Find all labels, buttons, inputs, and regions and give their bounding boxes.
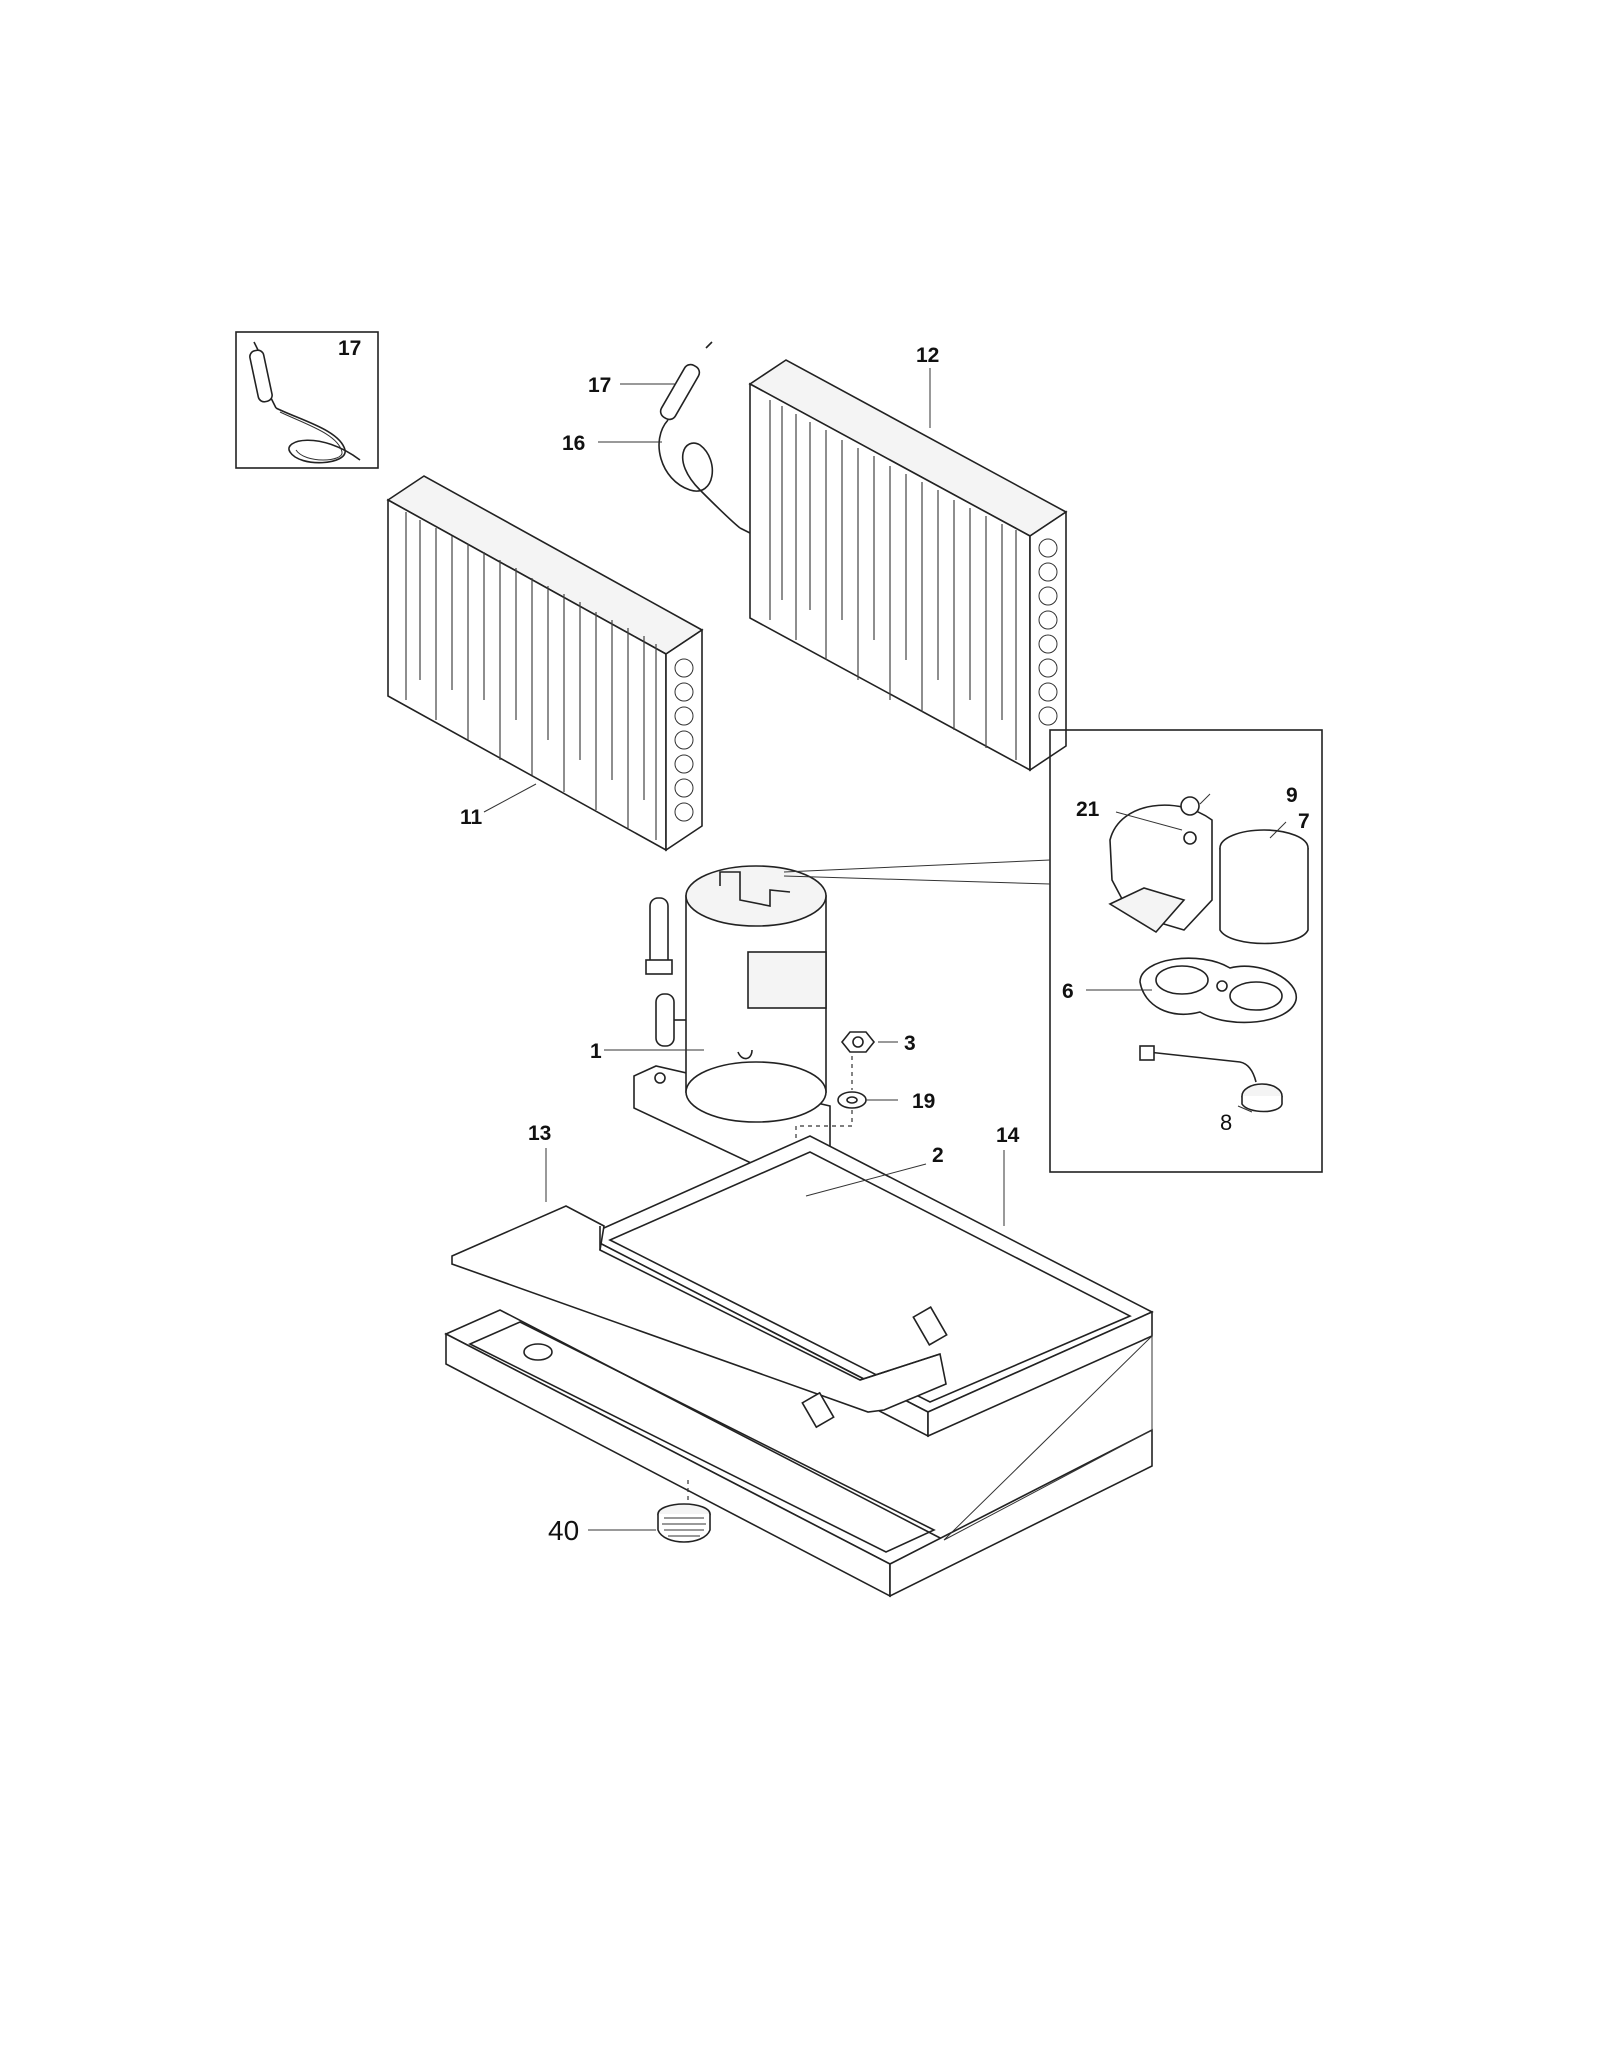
detail-box-compressor-parts (783, 729, 1323, 1173)
callout-40: 40 (548, 1515, 579, 1546)
compressor (633, 865, 831, 1187)
leader-lines (483, 368, 1287, 1531)
callout-6: 6 (1062, 980, 1074, 1003)
callout-17: 17 (588, 374, 611, 397)
drain-cap (657, 1480, 711, 1543)
callout-16: 16 (562, 432, 585, 455)
callout-1: 1 (590, 1040, 602, 1063)
callout-3: 3 (904, 1032, 916, 1055)
base-pan (444, 1135, 1154, 1598)
callout-9: 9 (1286, 784, 1298, 807)
callout-19: 19 (912, 1090, 935, 1113)
callout-11: 11 (460, 806, 483, 829)
coil-11 (386, 475, 704, 852)
callout-8: 8 (1220, 1110, 1232, 1135)
capillary-tube-assembly (658, 341, 753, 535)
callout-12: 12 (916, 344, 939, 367)
callout-13: 13 (528, 1122, 551, 1145)
callout-labels: 17 17 16 12 11 9 21 7 6 8 1 3 19 13 14 2… (338, 337, 1310, 1546)
callout-2: 2 (932, 1144, 944, 1167)
inset-capillary-tube (235, 331, 379, 469)
coil-12 (748, 359, 1068, 772)
callout-21: 21 (1076, 798, 1100, 821)
callout-7: 7 (1298, 810, 1310, 833)
callout-17-inset: 17 (338, 337, 361, 360)
callout-14: 14 (996, 1124, 1020, 1147)
